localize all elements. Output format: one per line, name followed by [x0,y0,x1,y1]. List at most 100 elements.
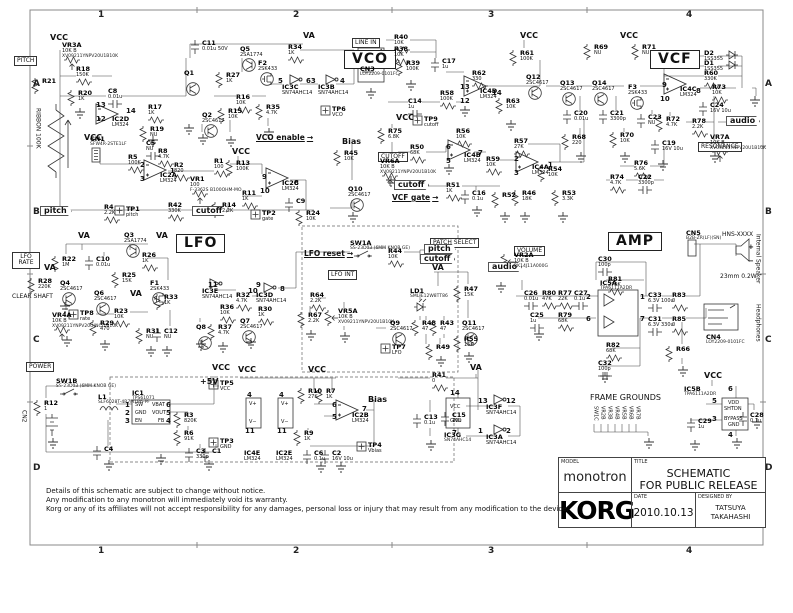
res-h-symbol-r17 [147,116,165,124]
label--: − [748,257,754,265]
label-13: 13 [96,101,106,109]
label-bias: Bias [342,137,361,146]
label-c: C [765,335,772,345]
model-label: MODEL [561,459,580,465]
disclaimer-line1: Details of this schematic are subject to… [46,487,266,495]
res-h-symbol-r41 [431,384,449,392]
label-en: EN [135,418,142,424]
ic5a-box [597,289,639,337]
label-3: 3 [125,417,130,425]
label-7: 7 [362,405,367,413]
label-bias: Bias [368,395,387,404]
label-3: 3 [488,546,495,556]
label-vco-enable: VCO enable [256,134,313,142]
res-v-symbol-r53 [551,189,559,207]
npn-symbol-q2 [204,124,218,138]
label-patch-select: PATCH SELECT [430,238,480,249]
label-power: POWER [26,362,55,373]
label-vco: VCO [344,50,397,69]
label-bypass: BYPASS [724,416,743,422]
label-resonance: RESONANCE [698,142,742,153]
res-v-symbol-r31 [135,327,143,345]
diode-symbol-d2 [725,50,739,60]
label-5: 5 [446,157,451,165]
label-5: 5 [332,413,337,421]
res-v-symbol-r35 [255,103,263,121]
label-14: 14 [450,389,460,397]
label-23mm-0-2w: 23mm 0.2W [720,273,757,280]
label-12: 12 [96,115,106,123]
label-d: D [33,463,41,473]
component-c9: C9 [296,197,306,205]
label-3: 3 [514,169,519,177]
designer-cell: DESIGNED BY TATSUYA TAKAHASHI [695,492,765,527]
label-pitch: PITCH [14,56,38,67]
res-v-symbol-r66 [665,345,673,363]
component-c1: C1 [212,447,222,455]
label-10: 10 [660,95,670,103]
cap-v-symbol-c4 [92,445,102,461]
designer-name-line1: TATSUYA [715,504,746,512]
res-v-symbol-r75 [377,127,385,145]
battery-symbol [46,414,58,436]
label-1: 1 [548,161,553,169]
designer-name-line2: TAKAHASHI [710,513,751,521]
label-vout: VOUT [152,410,166,416]
res-v-symbol-r20 [67,89,75,107]
label-+5v: +5V [200,377,219,386]
label-a: A [765,79,772,89]
label-vbat: VBAT [152,402,165,408]
label-10: 10 [260,187,270,195]
label-gnd: GND [135,410,147,416]
label-7: 7 [640,315,645,323]
label-14: 14 [492,89,502,97]
res-h-symbol-r51 [445,194,463,202]
label-1: 1 [170,167,175,175]
cap-v-symbol-c3 [184,447,194,463]
label-7: 7 [452,429,457,437]
label-1: 1 [125,401,130,409]
res-h-symbol-r4 [103,216,121,224]
label-cn2: CN2 [20,410,28,423]
ic4e-box [245,397,262,429]
npn-symbol-q4 [62,292,76,306]
label-3: 3 [712,415,717,423]
npn-symbol-q10 [350,198,364,212]
label-4: 4 [728,431,733,439]
cap-h-symbol-c25 [529,323,545,333]
component-r66: R66 [676,345,691,353]
label-vcc: VCC [308,365,326,374]
res-v-symbol-r49 [425,343,433,361]
